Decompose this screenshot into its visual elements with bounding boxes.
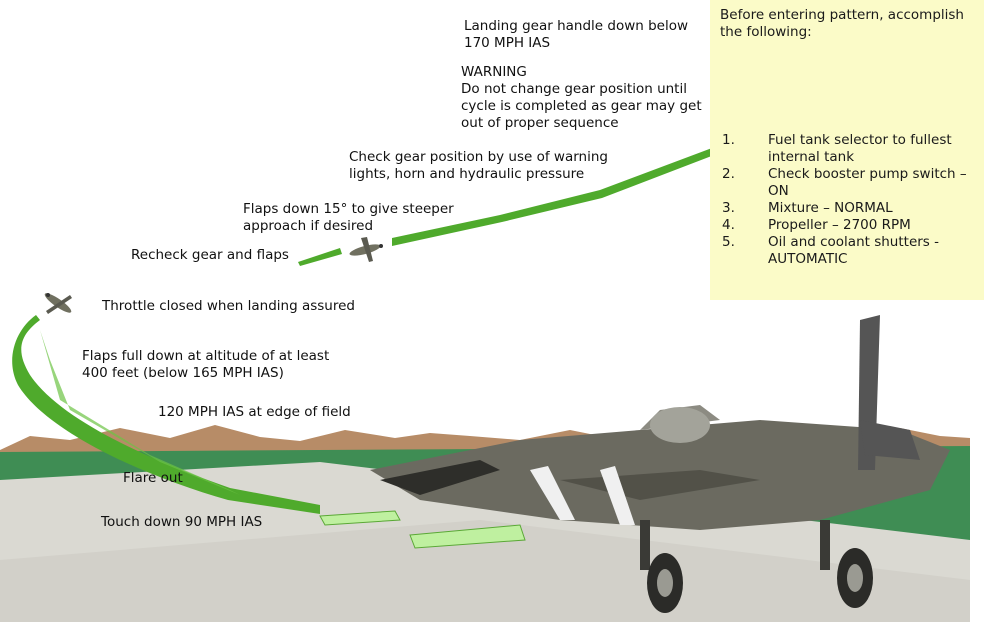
checklist-item: 5. Oil and coolant shutters - AUTOMATIC [722, 234, 984, 268]
runway-shading [0, 520, 970, 622]
checklist-item: 3. Mixture – NORMAL [722, 200, 984, 217]
checklist-item-number: 3. [722, 200, 735, 216]
warning-title: WARNING [461, 64, 527, 80]
checklist-items: 1. Fuel tank selector to fullest internal… [722, 132, 984, 268]
p51-mustang-illustration [370, 315, 950, 613]
checklist-item: 1. Fuel tank selector to fullest internal… [722, 132, 984, 166]
checklist-item: 4. Propeller – 2700 RPM [722, 217, 984, 234]
throttle-note: Throttle closed when landing assured [102, 298, 355, 314]
flaps-15-note: Flaps down 15° to give steeper approach … [243, 201, 454, 234]
checklist-item-text: Fuel tank selector to fullest internal t… [768, 132, 952, 165]
checklist-title: Before entering pattern, accomplish the … [720, 7, 964, 40]
checklist-item-text: Check booster pump switch – ON [768, 166, 967, 199]
checklist-item: 2. Check booster pump switch – ON [722, 166, 984, 200]
checklist-item-number: 5. [722, 234, 735, 250]
touchdown-note: Touch down 90 MPH IAS [101, 514, 263, 530]
small-aircraft-icon [44, 293, 72, 314]
gear-handle-note: Landing gear handle down below 170 MPH I… [464, 18, 689, 51]
checklist-item-number: 2. [722, 166, 735, 182]
recheck-note: Recheck gear and flaps [131, 247, 289, 263]
flaps-full-note: Flaps full down at altitude of at least … [82, 348, 330, 381]
edge-of-field-note: 120 MPH IAS at edge of field [158, 404, 351, 420]
flight-path-turn [298, 248, 342, 266]
checklist-item-text: Oil and coolant shutters - AUTOMATIC [768, 234, 939, 267]
flight-path-final-highlight [40, 330, 240, 495]
pre-pattern-checklist: Before entering pattern, accomplish the … [710, 0, 984, 300]
touchdown-slab-2 [409, 524, 526, 549]
check-gear-note: Check gear position by use of warning li… [349, 149, 608, 182]
flare-note: Flare out [123, 470, 183, 486]
warning-text: Do not change gear position until cycle … [461, 81, 702, 131]
checklist-item-text: Mixture – NORMAL [768, 200, 893, 216]
checklist-item-number: 1. [722, 132, 735, 148]
checklist-item-number: 4. [722, 217, 735, 233]
flight-path-final [12, 315, 321, 514]
flight-path-base-leg [392, 110, 772, 246]
touchdown-slab-1 [319, 510, 401, 526]
checklist-item-text: Propeller – 2700 RPM [768, 217, 911, 233]
small-aircraft-icon [349, 237, 383, 262]
